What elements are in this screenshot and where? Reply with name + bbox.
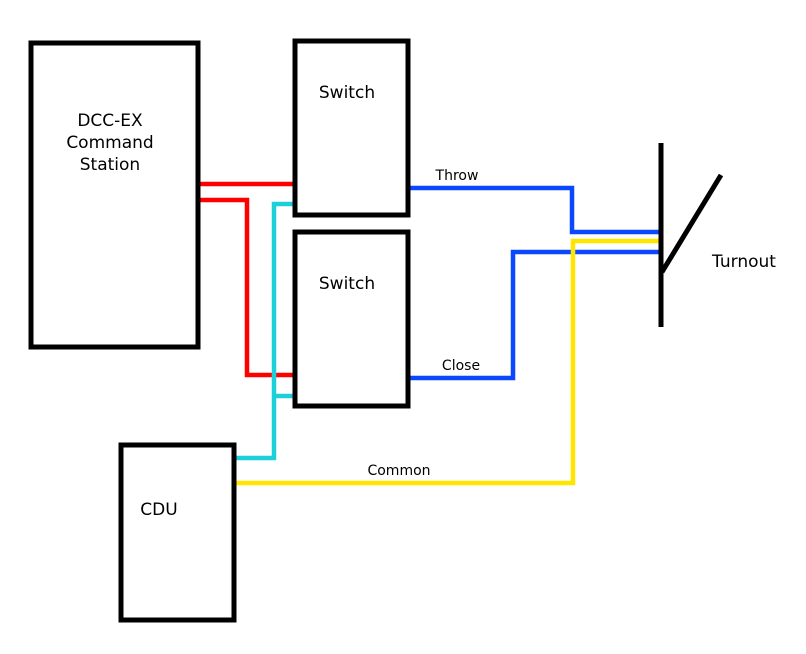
switch-bottom-label: Switch: [319, 274, 375, 294]
red-wire-to-bottom-switch: [198, 197, 295, 378]
command-station-label-2: Command: [66, 133, 153, 153]
turnout-diverging-rail: [659, 173, 724, 274]
cdu-label: CDU: [140, 500, 177, 520]
common-wire: [234, 238, 662, 486]
close-label: Close: [442, 358, 480, 374]
close-wire: [408, 249, 662, 381]
command-station-box: [28, 40, 201, 350]
switch-top-box: [292, 38, 411, 218]
common-label: Common: [367, 463, 430, 479]
command-station-label-3: Station: [80, 155, 140, 175]
turnout-label: Turnout: [711, 252, 776, 272]
switch-top-label: Switch: [319, 83, 375, 103]
command-station-label-1: DCC-EX: [77, 111, 143, 131]
throw-label: Throw: [435, 168, 479, 184]
switch-bottom-box: [292, 229, 411, 409]
cdu-box: [118, 442, 237, 623]
cyan-wire-cdu-to-top-switch: [234, 201, 295, 461]
throw-wire: [408, 185, 662, 235]
